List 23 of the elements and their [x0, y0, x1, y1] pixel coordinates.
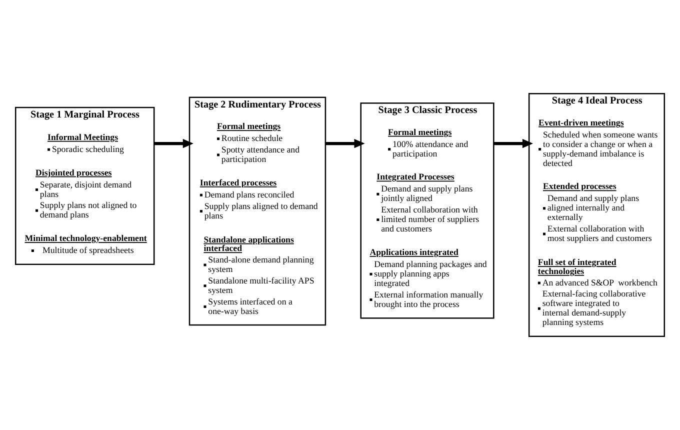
node-label: Multitude of spreadsheets [42, 245, 134, 256]
node-box [31, 249, 34, 252]
arrow [154, 138, 194, 148]
node-text: Standalone applications interfaced Stand-alone demand planning system Standalone multi-facility APS system Systems interfaced on a one-way basis [204, 234, 314, 316]
arrow [325, 138, 365, 148]
node-label: Informal Meetings [48, 132, 118, 142]
node-text: Formal meetings Routine schedule Spotty attendance and participation [217, 121, 300, 164]
node-label: 100% attendance and participation [392, 138, 468, 158]
node-text: Applications integrated Demand planning packages and supply planning apps integrated External information manually brought into the process [370, 246, 487, 309]
node-label: Scheduled when someone wants to consider a change or when a supply-demand imbalance is detected [542, 129, 658, 168]
node-box [388, 148, 391, 150]
node-label: Sporadic scheduling [52, 144, 124, 154]
node-text: Integrated Processes Demand and supply plans jointly aligned External collaboration with limited number of suppliers and customers [376, 172, 480, 234]
node-label: Minimal technology-enablement [24, 233, 147, 244]
node-label: Event-driven meetings [538, 117, 624, 128]
arrow [494, 138, 534, 148]
node-text: Extended processes Demand and supply plans aligned internally and externally External collaboration with most suppliers and customers [542, 181, 652, 244]
node-text: Full set of integrated technologies An advanced S&OP workbench External-facing collaborative software integrated to internal demand-supply planning systems [538, 257, 658, 328]
node-text: Disjointed processes Separate, disjoint demand plans Supply plans not aligned to demand plans [36, 167, 137, 220]
node-box [48, 148, 50, 151]
node-text: Interfaced processes Demand plans reconciled Supply plans aligned to demand plans [200, 177, 318, 220]
node-label: Formal meetings [388, 126, 452, 137]
node-box [538, 148, 542, 150]
